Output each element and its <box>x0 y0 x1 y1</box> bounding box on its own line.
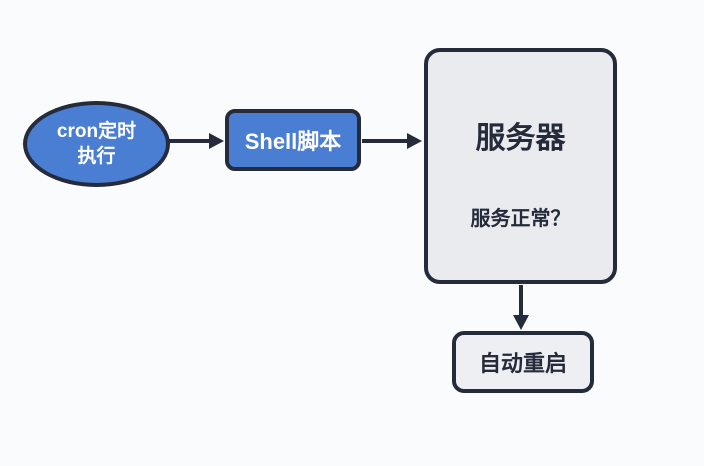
node-cron-label-line2: 执行 <box>77 146 116 167</box>
arrow-shell-to-server-head-icon <box>407 133 422 149</box>
arrow-cron-to-shell-shaft <box>169 139 212 143</box>
node-shell-script: Shell脚本 <box>225 109 361 171</box>
node-shell-label: Shell脚本 <box>244 129 342 154</box>
node-cron-schedule: cron定时 执行 <box>23 101 170 187</box>
arrow-shell-to-server-shaft <box>362 139 408 143</box>
node-server: 服务器 服务正常？ <box>424 48 617 284</box>
node-server-title: 服务器 <box>475 122 566 155</box>
node-server-subtitle: 服务正常？ <box>470 208 571 230</box>
arrow-server-to-restart-head-icon <box>513 315 529 330</box>
node-auto-restart: 自动重启 <box>452 331 594 393</box>
arrow-cron-to-shell-head-icon <box>209 133 224 149</box>
node-cron-label-line1: cron定时 <box>56 120 137 142</box>
node-restart-label: 自动重启 <box>478 351 567 376</box>
arrow-server-to-restart-shaft <box>519 285 523 317</box>
